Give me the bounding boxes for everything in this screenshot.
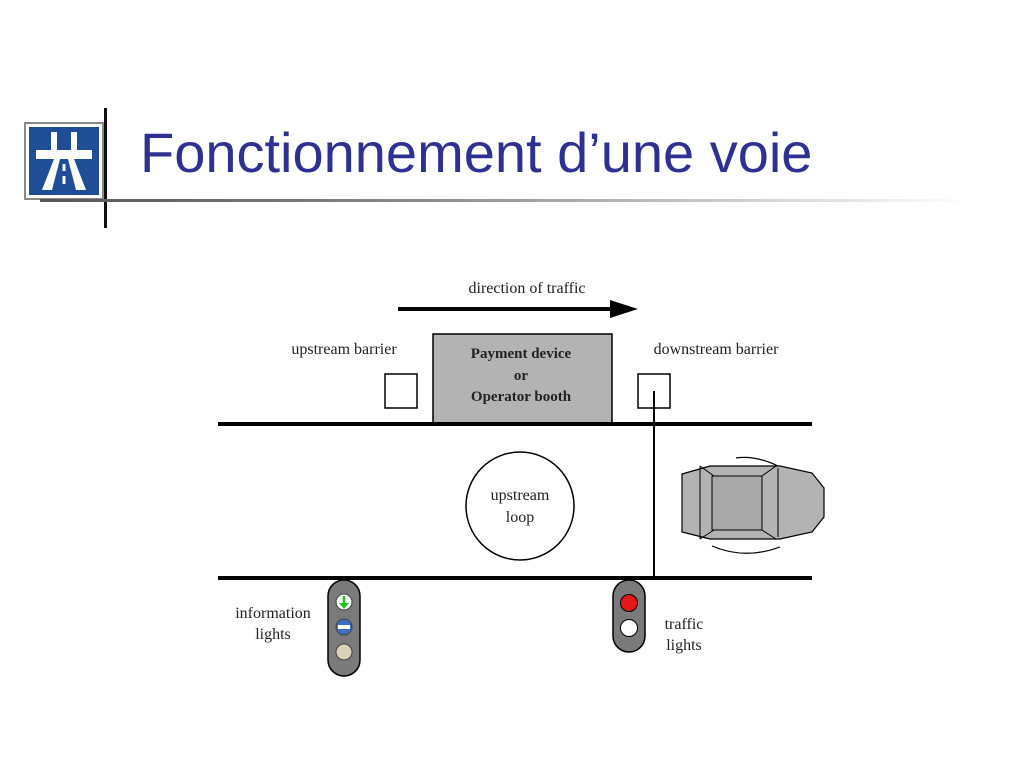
title-vertical-rule (104, 108, 107, 228)
slide-title: Fonctionnement d’une voie (140, 121, 813, 184)
booth-label-line2: or (514, 368, 529, 384)
info-lights-label-line1: information (235, 605, 311, 622)
direction-label: direction of traffic (469, 280, 586, 297)
upstream-barrier (384, 373, 418, 409)
motorway-sign-icon (24, 122, 104, 200)
booth-label-line1: Payment device (471, 346, 572, 362)
upstream-loop (465, 451, 575, 561)
traffic-lights (612, 579, 646, 653)
downstream-barrier-label: downstream barrier (654, 341, 780, 358)
traffic-lights-label-line2: lights (666, 637, 702, 654)
information-lights (327, 579, 361, 677)
payment-booth (432, 333, 613, 426)
loop-label-line1: upstream (491, 487, 550, 504)
info-lights-label-line2: lights (255, 626, 291, 643)
traffic-lights-label-line1: traffic (665, 616, 704, 633)
upstream-barrier-label: upstream barrier (291, 341, 397, 358)
direction-arrow (398, 300, 638, 318)
car-icon (681, 456, 825, 554)
loop-label-line2: loop (506, 509, 534, 526)
title-horizontal-rule (40, 199, 970, 202)
booth-label-line3: Operator booth (471, 389, 572, 405)
